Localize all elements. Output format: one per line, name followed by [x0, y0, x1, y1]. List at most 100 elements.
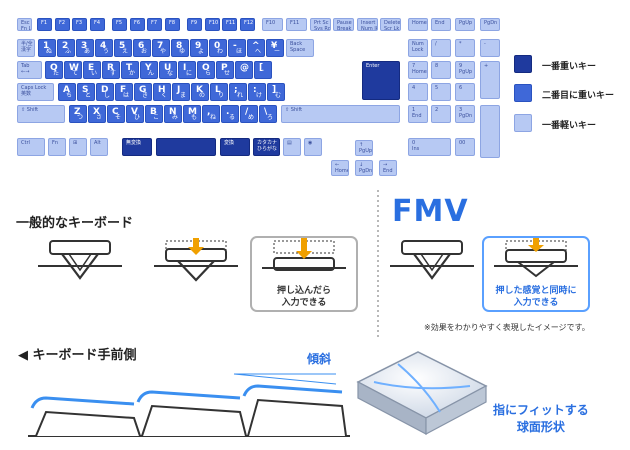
keycap-label: Home — [412, 20, 427, 26]
keycap-label: 00 — [459, 140, 466, 146]
keycap: Home — [408, 18, 428, 31]
keycap-kana: さ — [95, 114, 102, 121]
keycap-kana: と — [84, 92, 91, 99]
section-divider — [377, 190, 379, 340]
keycap-sublabel: Home — [335, 168, 349, 174]
keycap: -ほ — [228, 39, 246, 57]
keycap-label: ; — [234, 85, 238, 95]
keycap: F8 — [165, 18, 180, 31]
keycap: →End — [379, 160, 397, 176]
keycap: 2 — [431, 105, 451, 123]
keycap-label: ^ — [252, 41, 260, 51]
keycap: 変換 — [220, 138, 250, 156]
keycap-sublabel: Ins — [412, 146, 420, 152]
keycap-label: \ — [264, 107, 268, 117]
keycap-kana: れ — [236, 92, 243, 99]
keycap: /め — [240, 105, 258, 123]
keycap-kana: ゜ — [261, 70, 268, 77]
general-pressed-caption: 押し込んだら 入力できる — [276, 286, 331, 308]
keycap: 4 — [408, 83, 428, 101]
fmv-logo: FMV — [392, 194, 469, 229]
keycap-label: A — [63, 85, 70, 95]
keycap-label: Enter — [366, 63, 380, 69]
keycap-kana: め — [247, 114, 254, 121]
keycap-sublabel: End — [383, 168, 393, 174]
keycap-sublabel: Lock — [412, 47, 424, 53]
keycap-kana: す — [109, 70, 116, 77]
keycap-kana: や — [159, 48, 166, 55]
keycap-sublabel: Home — [412, 69, 427, 75]
keycap-sublabel: End — [412, 113, 422, 119]
keycap-kana: そ — [114, 114, 121, 121]
keycap: End — [431, 18, 451, 31]
keycap-label: PgUp — [459, 20, 473, 26]
keycap-label: 8 — [435, 63, 439, 69]
general-keyboard-title: 一般的なキーボード — [16, 216, 134, 231]
keycap-label: 7 — [412, 63, 416, 69]
keycap: 無変換 — [122, 138, 152, 156]
keycap-label: ↑ — [359, 142, 364, 148]
keycap: F7 — [147, 18, 162, 31]
keycap-label: 8 — [176, 41, 183, 51]
keycap-label: - — [233, 41, 237, 51]
keycap-label: F2 — [59, 20, 66, 26]
keycap-label: D — [101, 85, 109, 95]
keycap-label: 3 — [459, 107, 463, 113]
keycap-kana: ん — [147, 70, 154, 77]
keycap-label: H — [158, 85, 166, 95]
keycap-kana: し — [103, 92, 110, 99]
keycap-label: E — [88, 63, 95, 73]
keycap-sublabel: 漢字 — [21, 47, 32, 53]
keycap: F11 — [222, 18, 237, 31]
keycap-label: ⇧ Shift — [285, 107, 303, 113]
keycap-kana: み — [171, 114, 178, 121]
general-key-pressed-diagram — [262, 238, 346, 271]
keycap-label: X — [93, 107, 100, 117]
keycap-kana: ね — [209, 114, 216, 121]
keycap-label: Q — [50, 63, 58, 73]
keycap-label: F11 — [290, 20, 300, 26]
keycap-label: 4 — [412, 85, 416, 91]
keycap-sublabel: ひらがな — [257, 146, 278, 152]
keycap-kana: に — [185, 70, 192, 77]
general-key-half-diagram — [154, 238, 238, 282]
keycap-label: Num — [412, 41, 424, 47]
keycap-label: @ — [240, 63, 249, 73]
keycap-label: J — [177, 85, 181, 95]
keycap-kana: へ — [254, 48, 261, 55]
keycap-label: F4 — [94, 20, 101, 26]
keycap-kana: は — [122, 92, 129, 99]
keycap-label: [ — [259, 63, 264, 73]
keycap-label: ⊞ — [73, 140, 78, 146]
keycap-sublabel: PgUp — [459, 69, 473, 75]
keycap-sublabel: PgUp — [359, 148, 373, 154]
keycap-label: F12 — [244, 20, 254, 26]
keycap: ⊞ — [69, 138, 87, 156]
keycap-label: F7 — [151, 20, 158, 26]
keycap-label: , — [207, 107, 211, 117]
keycap-sublabel: Break — [337, 26, 352, 31]
keycap: F1 — [37, 18, 52, 31]
